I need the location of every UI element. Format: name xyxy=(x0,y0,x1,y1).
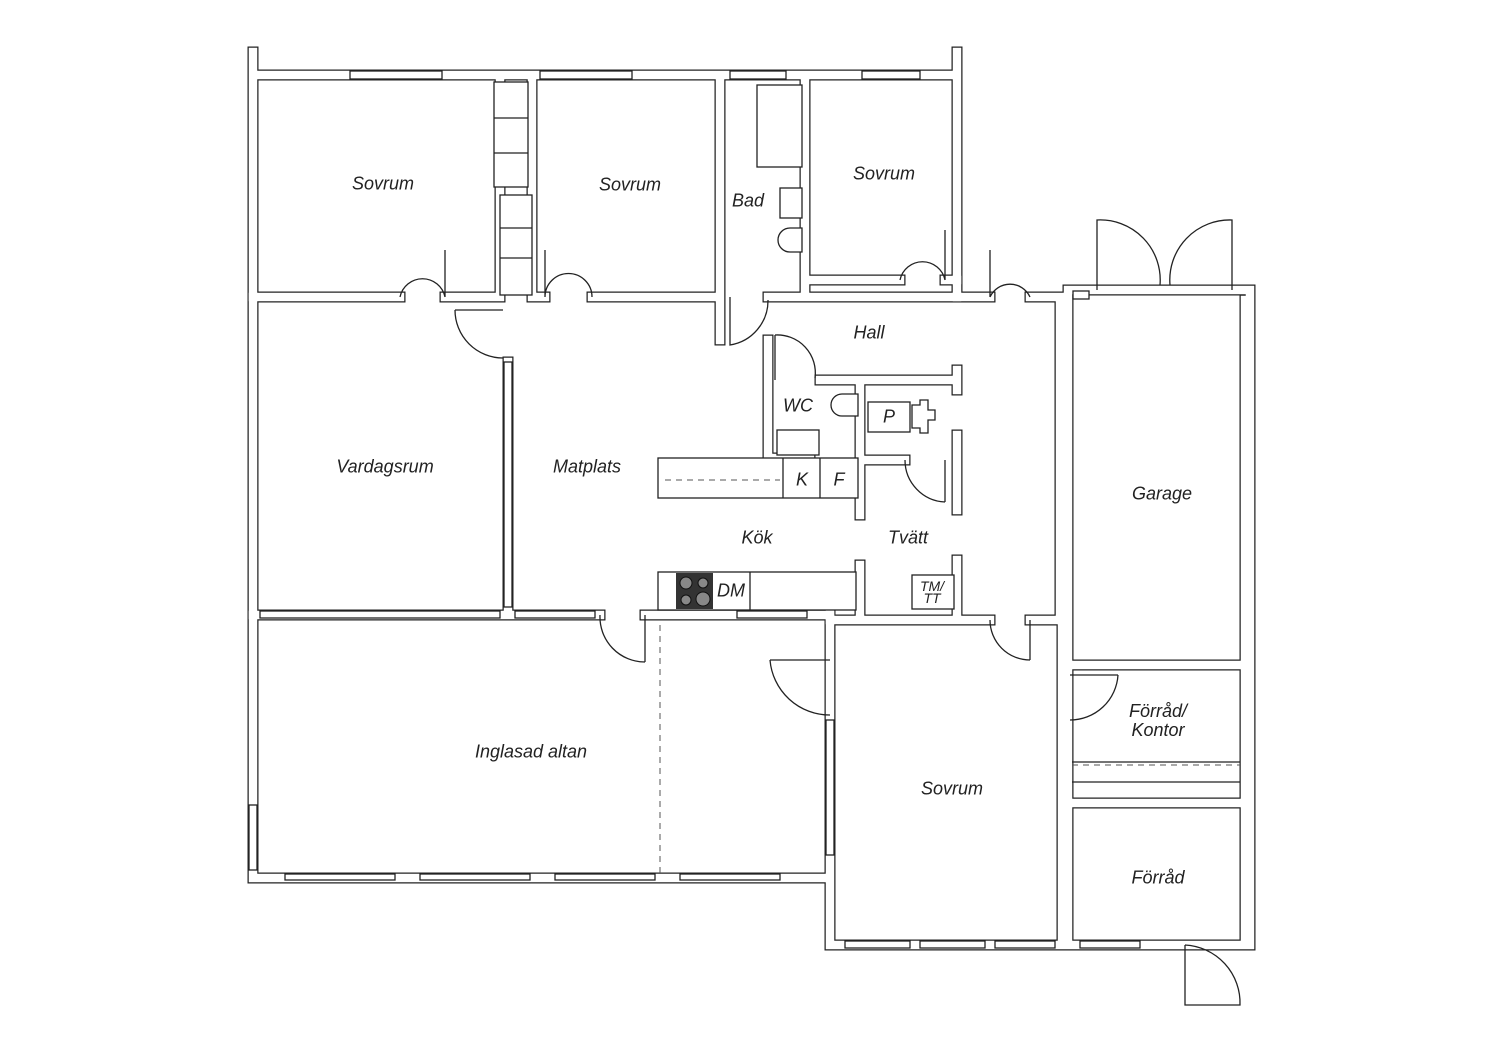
room-label-sovrum-2: Sovrum xyxy=(598,174,662,195)
closet-shelves xyxy=(493,81,533,296)
stove-icon xyxy=(676,573,713,609)
room-label-wc: WC xyxy=(783,395,813,416)
label-p: P xyxy=(882,406,896,427)
wc-toilet xyxy=(830,393,859,417)
kitchen-counter-upper xyxy=(657,457,859,499)
label-tm-tt: TM/TT xyxy=(919,578,945,606)
label-tt: TT xyxy=(923,590,941,606)
doors xyxy=(399,219,1241,1006)
bathroom-sink xyxy=(779,187,803,219)
room-label-garage: Garage xyxy=(1131,483,1193,504)
bathroom-toilet xyxy=(777,227,803,253)
room-label-sovrum-3: Sovrum xyxy=(852,163,916,184)
room-label-hall: Hall xyxy=(853,322,885,343)
label-tm: TM/ xyxy=(919,578,945,594)
boiler xyxy=(867,401,911,433)
label-dm: DM xyxy=(717,580,745,601)
wc-sink xyxy=(776,429,820,456)
label-forrad-line: Förråd/ xyxy=(1128,701,1188,721)
room-label-vardagsrum: Vardagsrum xyxy=(336,456,434,477)
fixtures xyxy=(493,81,1240,875)
washer-dryer xyxy=(911,574,955,610)
room-label-forrad: Förråd xyxy=(1131,867,1185,888)
room-label-bad: Bad xyxy=(731,190,765,211)
room-label-tvatt: Tvätt xyxy=(887,527,929,548)
room-label-sovrum-1: Sovrum xyxy=(351,173,415,194)
label-k: K xyxy=(795,469,809,490)
label-f: F xyxy=(833,469,845,490)
room-label-inglasad-altan: Inglasad altan xyxy=(474,741,588,762)
bathtub xyxy=(756,84,803,168)
room-label-kok: Kök xyxy=(741,527,773,548)
windows xyxy=(248,70,1141,949)
room-label-forrad-kontor: Förråd/Kontor xyxy=(1129,702,1187,740)
room-label-matplats: Matplats xyxy=(552,456,622,477)
label-kontor-line: Kontor xyxy=(1131,720,1185,740)
room-label-sovrum-4: Sovrum xyxy=(920,778,984,799)
